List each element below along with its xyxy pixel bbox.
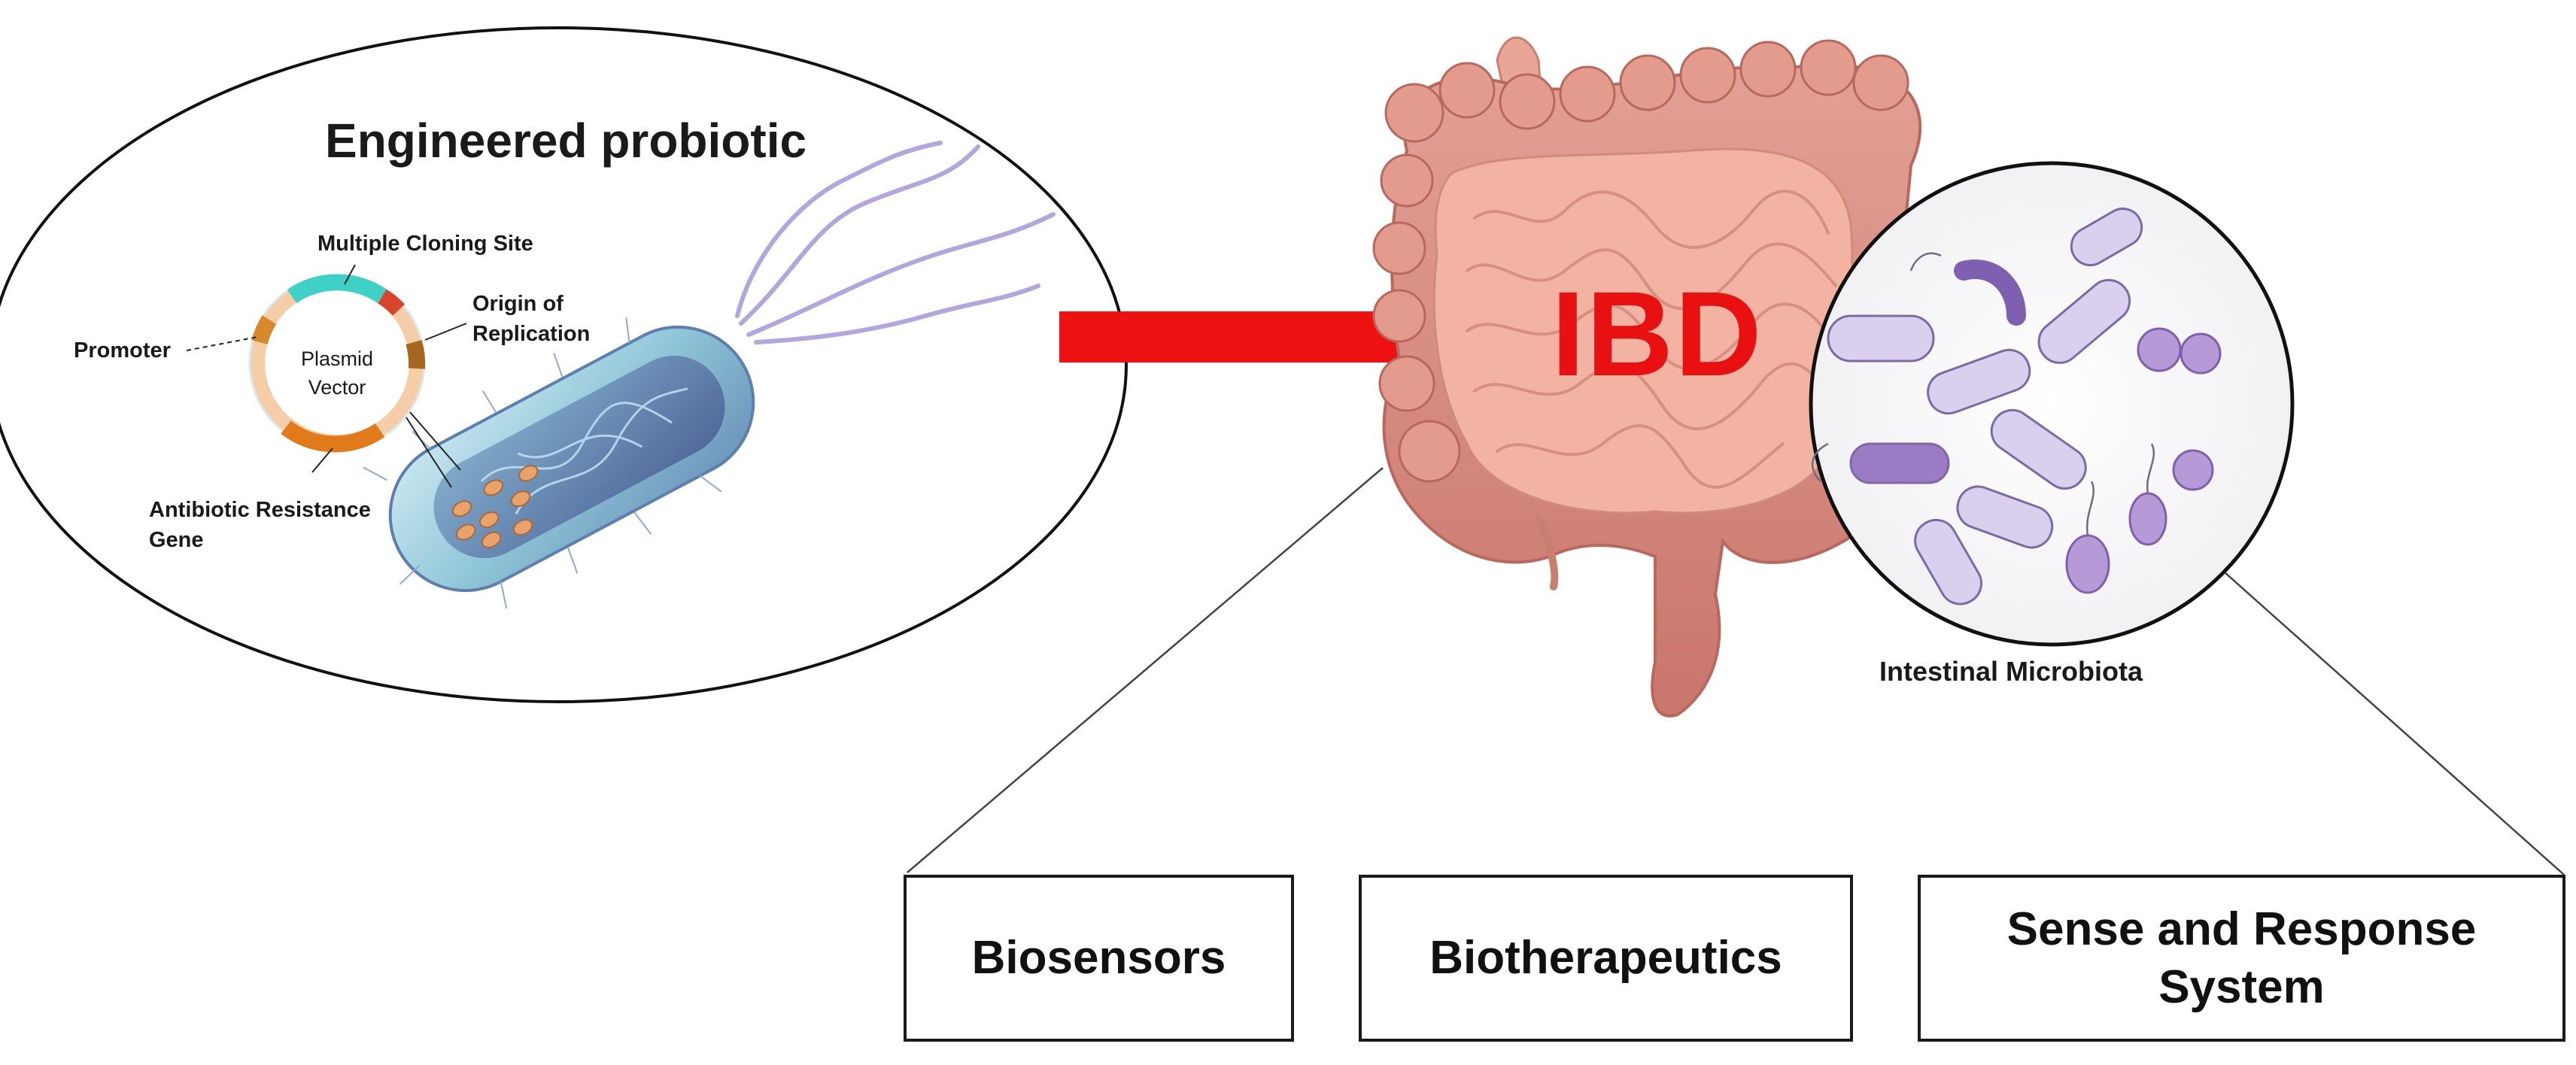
microbiota-circle [1809, 161, 2295, 647]
promoter-label: Promoter [74, 338, 171, 363]
bacterium-illustration [363, 317, 755, 609]
probiotic-ellipse [0, 26, 1128, 703]
microbiota-caption: Intestinal Microbiota [1879, 656, 2143, 687]
biosensors-label: Biosensors [971, 932, 1226, 985]
resistance-label-line2: Gene [149, 528, 204, 552]
probiotic-title: Engineered probiotic [325, 114, 807, 168]
resistance-label-line1: Antibiotic Resistance [149, 498, 371, 522]
plasmid-diagram [186, 264, 467, 488]
biosensors-box: Biosensors [904, 875, 1294, 1042]
bacterium-flagella [735, 141, 1056, 344]
mcs-label: Multiple Cloning Site [317, 232, 533, 256]
biotherapeutics-box: Biotherapeutics [1359, 875, 1853, 1042]
intestine-illustration [1372, 36, 1927, 718]
origin-label-line1: Origin of [472, 292, 564, 316]
plasmid-center-line2: Vector [308, 376, 366, 399]
origin-label-line2: Replication [472, 322, 591, 346]
sense-response-label: Sense and Response System [2006, 903, 2477, 1014]
zoom-connector-lines [907, 467, 2565, 875]
ibd-label: IBD [1551, 266, 1763, 401]
biotherapeutics-label: Biotherapeutics [1429, 932, 1782, 985]
microbes [1812, 208, 2222, 605]
sense-response-box: Sense and Response System [1918, 875, 2565, 1042]
plasmid-center-line1: Plasmid [300, 347, 374, 370]
